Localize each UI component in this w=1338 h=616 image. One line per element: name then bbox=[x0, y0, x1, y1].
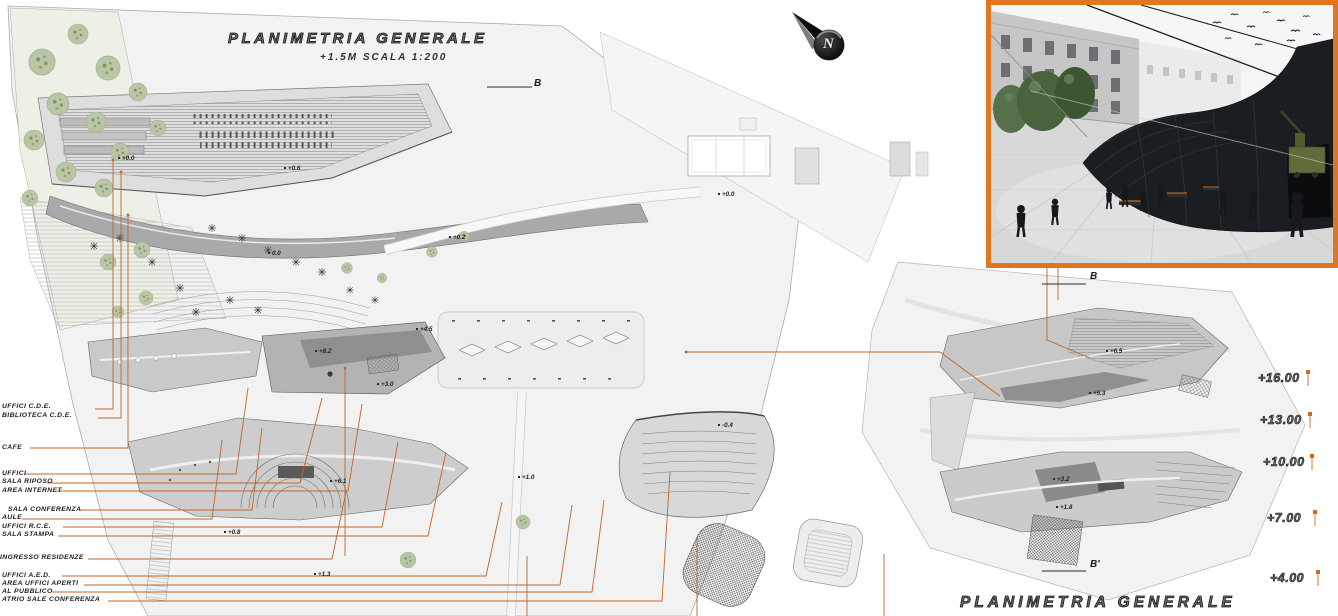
room-label: UFFICI R.C.E. bbox=[2, 523, 52, 530]
auditorium-fan bbox=[618, 411, 775, 518]
room-label: UFFICI A.E.D. bbox=[2, 572, 51, 579]
north-arrow-icon bbox=[792, 12, 845, 61]
spot-level: +6.5 bbox=[1106, 348, 1122, 355]
main-building-north bbox=[37, 83, 453, 197]
elevation-label: +16.00 bbox=[1258, 371, 1300, 386]
mid-buildings bbox=[87, 321, 446, 395]
room-label: INGRESSO RESIDENZE bbox=[0, 554, 84, 561]
section-marker-b-prime: B' bbox=[1090, 559, 1100, 570]
room-label: AREA INTERNET bbox=[2, 487, 63, 494]
page-title: PLANIMETRIA GENERALE bbox=[228, 30, 488, 48]
spot-level: +3.2 bbox=[1053, 476, 1069, 483]
context-buildings bbox=[599, 31, 929, 263]
spot-level: +5.3 bbox=[1089, 390, 1105, 397]
elevation-label: +4.00 bbox=[1270, 571, 1305, 586]
room-label: SALA CONFERENZA bbox=[8, 506, 82, 513]
piazza-diamonds bbox=[437, 311, 645, 389]
render-trees bbox=[993, 67, 1095, 133]
spot-level: +1.0 bbox=[518, 474, 534, 481]
room-label: AULE bbox=[2, 514, 23, 521]
section-ticks bbox=[487, 86, 1086, 572]
room-label: ATRIO SALE CONFERENZA bbox=[2, 596, 101, 603]
leader-lines bbox=[22, 160, 1091, 616]
room-label: SALA STAMPA bbox=[2, 531, 55, 538]
room-label: UFFICI bbox=[2, 470, 27, 477]
spot-level: +4.5 bbox=[416, 326, 432, 333]
spot-level: +0.8 bbox=[224, 529, 240, 536]
elevation-label: +13.00 bbox=[1260, 413, 1302, 428]
room-label: UFFICI C.D.E. bbox=[2, 403, 52, 410]
room-label: CAFE bbox=[2, 444, 23, 451]
section-marker-b-top: B bbox=[534, 78, 542, 89]
spot-level: +0.2 bbox=[449, 234, 465, 241]
elevation-label: +7.00 bbox=[1267, 511, 1302, 526]
spot-level: 0.0 bbox=[268, 250, 281, 257]
north-label: N bbox=[823, 36, 834, 52]
spot-level: +8.2 bbox=[315, 348, 331, 355]
spot-level: +3.0 bbox=[377, 381, 393, 388]
perspective-render-inset bbox=[986, 0, 1338, 268]
room-label: SALA RIPOSO bbox=[2, 478, 53, 485]
render-inset-art bbox=[991, 5, 1333, 263]
room-label: BIBLIOTECA C.D.E. bbox=[2, 412, 72, 419]
spot-level: +6.1 bbox=[330, 478, 346, 485]
elevation-label: +10.00 bbox=[1263, 455, 1305, 470]
linear-roof-band bbox=[45, 195, 649, 259]
canopy-structure bbox=[1030, 38, 1333, 233]
spot-level: +1.8 bbox=[1056, 504, 1072, 511]
spot-level: +0.6 bbox=[284, 165, 300, 172]
leader-markers bbox=[111, 158, 688, 370]
spot-level: +0.0 bbox=[718, 191, 734, 198]
bottom-title: PLANIMETRIA GENERALE bbox=[960, 594, 1236, 612]
spot-level: -0.4 bbox=[718, 422, 733, 429]
curved-road bbox=[383, 186, 701, 256]
page-subtitle: +1.5M SCALA 1:200 bbox=[320, 52, 448, 63]
green-machine bbox=[1280, 110, 1326, 178]
south-buildings bbox=[127, 417, 469, 602]
section-marker-b-right: B bbox=[1090, 271, 1098, 282]
spot-level: +1.3 bbox=[314, 571, 330, 578]
room-label: AL PUBBLICO bbox=[2, 588, 53, 595]
right-plan-buildings bbox=[929, 307, 1243, 566]
bottom-shapes bbox=[682, 518, 863, 607]
spot-level: +0.0 bbox=[118, 155, 134, 162]
elevation-markers bbox=[1306, 370, 1320, 586]
vertical-road bbox=[506, 391, 527, 616]
room-label: AREA UFFICI APERTI bbox=[2, 580, 79, 587]
